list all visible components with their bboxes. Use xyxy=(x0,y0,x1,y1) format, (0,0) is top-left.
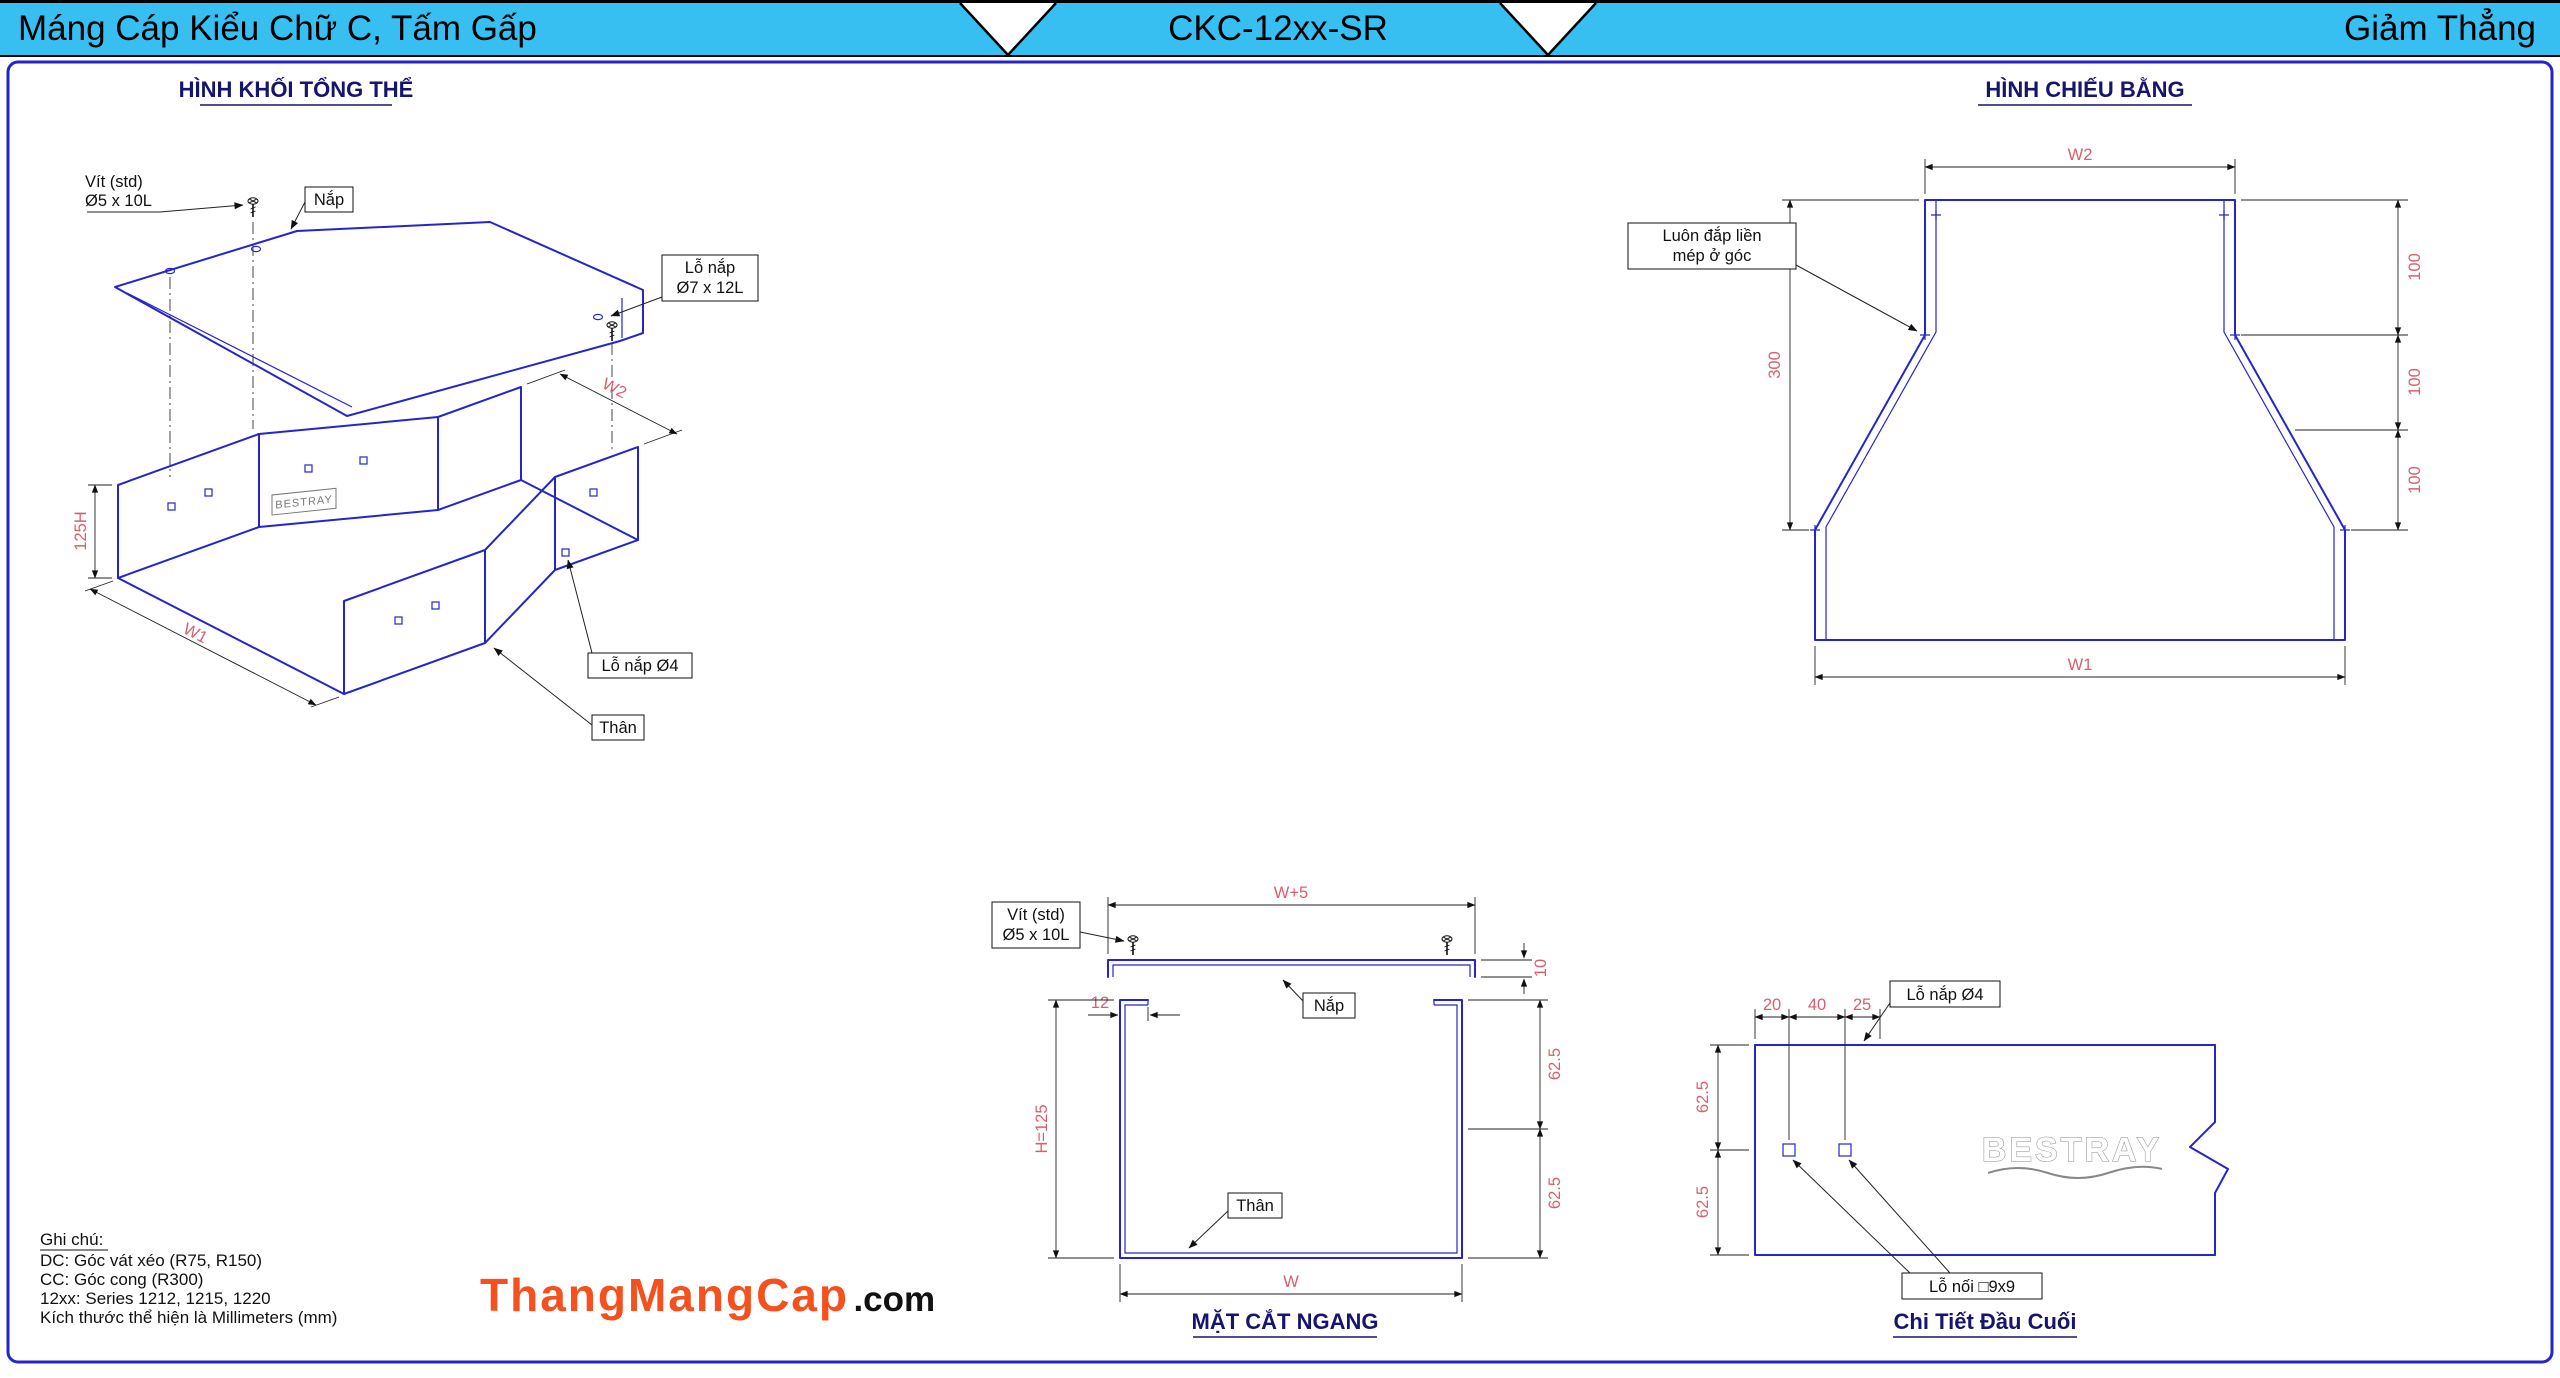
dim-100-c: 100 xyxy=(2406,466,2424,494)
label-corner-line1: Luôn đắp liền xyxy=(1662,226,1761,245)
label-screw-line1: Vít (std) xyxy=(1007,906,1065,924)
label-body-box xyxy=(1227,1192,1283,1219)
dim-10: 10 xyxy=(1532,959,1550,977)
plan-dimensions: W2 100 100 100 300 W1 xyxy=(1766,146,2424,685)
label-lid-hole-line2: Ø7 x 12L xyxy=(677,279,744,297)
iso-centerlines xyxy=(169,222,613,477)
label-hole4-box xyxy=(1889,980,2001,1008)
label-joint-hole: Lỗ nối □9x9 xyxy=(1929,1277,2015,1296)
label-lid: Nắp xyxy=(314,190,344,209)
dim-20: 20 xyxy=(1763,996,1781,1014)
dim-625-a: 62.5 xyxy=(1694,1081,1712,1113)
title-bar: Máng Cáp Kiểu Chữ C, Tấm Gấp CKC-12xx-SR… xyxy=(0,0,2560,57)
dim-w5: W+5 xyxy=(1274,884,1308,902)
label-lid-box xyxy=(304,186,354,213)
bestray-stamp: BESTRAY xyxy=(271,487,337,516)
dim-100-a: 100 xyxy=(2406,253,2424,281)
dim-125h: 125H xyxy=(72,511,90,550)
site-logo-suffix: .com xyxy=(853,1280,935,1319)
notes-title: Ghi chú: xyxy=(40,1230,103,1249)
note-line: CC: Góc cong (R300) xyxy=(40,1270,203,1289)
screw-icon xyxy=(606,320,618,342)
section-channel xyxy=(1119,999,1463,1259)
label-hole4: Lỗ nắp Ø4 xyxy=(1906,985,1983,1004)
site-logo-brand: ThangMangCap xyxy=(480,1269,849,1321)
dim-25: 25 xyxy=(1853,996,1871,1014)
view-iso: HÌNH KHỐI TỔNG THỂ xyxy=(72,76,759,741)
sheet-title-segment: Máng Cáp Kiểu Chữ C, Tấm Gấp xyxy=(0,3,958,55)
label-body-box xyxy=(591,714,645,741)
view-detail: Chi Tiết Đầu Cuối BESTRAY 20 40 25 xyxy=(1694,980,2229,1338)
dim-plan-w2: W2 xyxy=(2068,146,2093,164)
dim-40: 40 xyxy=(1808,996,1826,1014)
screw-icon xyxy=(247,197,259,218)
iso-labels: Vít (std) Ø5 x 10L Nắp Lỗ nắp Ø7 x 12L L… xyxy=(85,173,759,741)
header-divider-icon xyxy=(959,3,1057,55)
dim-h125: H=125 xyxy=(1033,1104,1051,1153)
label-lid: Nắp xyxy=(1314,996,1344,1015)
notes: Ghi chú: DC: Góc vát xéo (R75, R150) CC:… xyxy=(40,1230,337,1327)
screw-icon xyxy=(1441,934,1453,956)
label-lid-box xyxy=(1302,992,1356,1019)
iso-body-holes xyxy=(167,456,598,625)
label-screw-box xyxy=(991,901,1081,949)
label-screw-line1: Vít (std) xyxy=(85,173,143,191)
iso-body: BESTRAY xyxy=(117,386,639,695)
screw-icon xyxy=(1127,934,1139,956)
iso-lid xyxy=(114,221,644,417)
plan-outline xyxy=(1810,199,2350,641)
dim-625-b: 62.5 xyxy=(1546,1177,1564,1209)
bestray-stamp-text: BESTRAY xyxy=(275,494,332,512)
label-body: Thân xyxy=(599,719,637,737)
section-lid xyxy=(1107,959,1476,978)
header-divider-icon xyxy=(1499,3,1597,55)
detail-brand: BESTRAY xyxy=(1981,1131,2163,1179)
technical-drawing-canvas: HÌNH KHỐI TỔNG THỂ xyxy=(6,60,2554,1364)
sheet-title: Máng Cáp Kiểu Chữ C, Tấm Gấp xyxy=(18,9,537,48)
plan-title: HÌNH CHIẾU BẰNG xyxy=(1985,77,2184,102)
view-plan: HÌNH CHIẾU BẰNG W2 100 100 100 xyxy=(1627,77,2424,685)
label-corner-line2: mép ở góc xyxy=(1673,247,1752,265)
label-hole4-box xyxy=(587,652,693,679)
variant-segment: Giảm Thẳng xyxy=(1598,3,2560,55)
dim-625-a: 62.5 xyxy=(1546,1048,1564,1080)
bestray-logo: BESTRAY xyxy=(1982,1131,2162,1169)
label-screw-line2: Ø5 x 10L xyxy=(85,192,152,210)
model-code-segment: CKC-12xx-SR xyxy=(1058,3,1498,55)
detail-title: Chi Tiết Đầu Cuối xyxy=(1894,1309,2077,1334)
note-line: DC: Góc vát xéo (R75, R150) xyxy=(40,1251,262,1270)
sheet-border xyxy=(6,60,2554,1364)
label-lid-hole-box xyxy=(661,254,759,302)
label-joint-hole-box xyxy=(1901,1272,2043,1300)
dim-w2: W2 xyxy=(599,375,629,402)
dim-w: W xyxy=(1283,1273,1299,1291)
label-screw-line2: Ø5 x 10L xyxy=(1003,926,1070,944)
plan-labels: Luôn đắp liền mép ở góc xyxy=(1627,222,1918,332)
note-line: 12xx: Series 1212, 1215, 1220 xyxy=(40,1289,271,1308)
dim-12: 12 xyxy=(1091,994,1109,1012)
view-section: MẶT CẮT NGANG W+5 10 12 xyxy=(991,884,1564,1338)
dim-300: 300 xyxy=(1766,351,1784,379)
model-code: CKC-12xx-SR xyxy=(1168,9,1388,48)
dim-plan-w1: W1 xyxy=(2068,656,2093,674)
label-corner-box xyxy=(1627,222,1797,270)
dim-100-b: 100 xyxy=(2406,368,2424,396)
iso-title: HÌNH KHỐI TỔNG THỂ xyxy=(179,76,414,102)
detail-outline xyxy=(1754,1044,2229,1256)
section-title: MẶT CẮT NGANG xyxy=(1192,1309,1379,1334)
site-logo: ThangMangCap .com xyxy=(480,1269,935,1321)
detail-labels: Lỗ nắp Ø4 Lỗ nối □9x9 xyxy=(1792,980,2043,1300)
variant-name: Giảm Thẳng xyxy=(2344,9,2536,48)
section-labels: Vít (std) Ø5 x 10L Nắp Thân xyxy=(991,901,1356,1249)
detail-dimensions: 20 40 25 62.5 62.5 xyxy=(1694,996,1881,1256)
drawing-sheet: HÌNH KHỐI TỔNG THỂ xyxy=(0,57,2560,1373)
dim-625-b: 62.5 xyxy=(1694,1186,1712,1218)
note-line: Kích thước thể hiện là Millimeters (mm) xyxy=(40,1308,337,1327)
label-lid-hole-line1: Lỗ nắp xyxy=(685,258,735,277)
label-hole4: Lỗ nắp Ø4 xyxy=(601,656,678,675)
section-dimensions: W+5 10 12 H=125 62.5 62.5 W xyxy=(1033,884,1564,1302)
label-body: Thân xyxy=(1236,1197,1274,1215)
